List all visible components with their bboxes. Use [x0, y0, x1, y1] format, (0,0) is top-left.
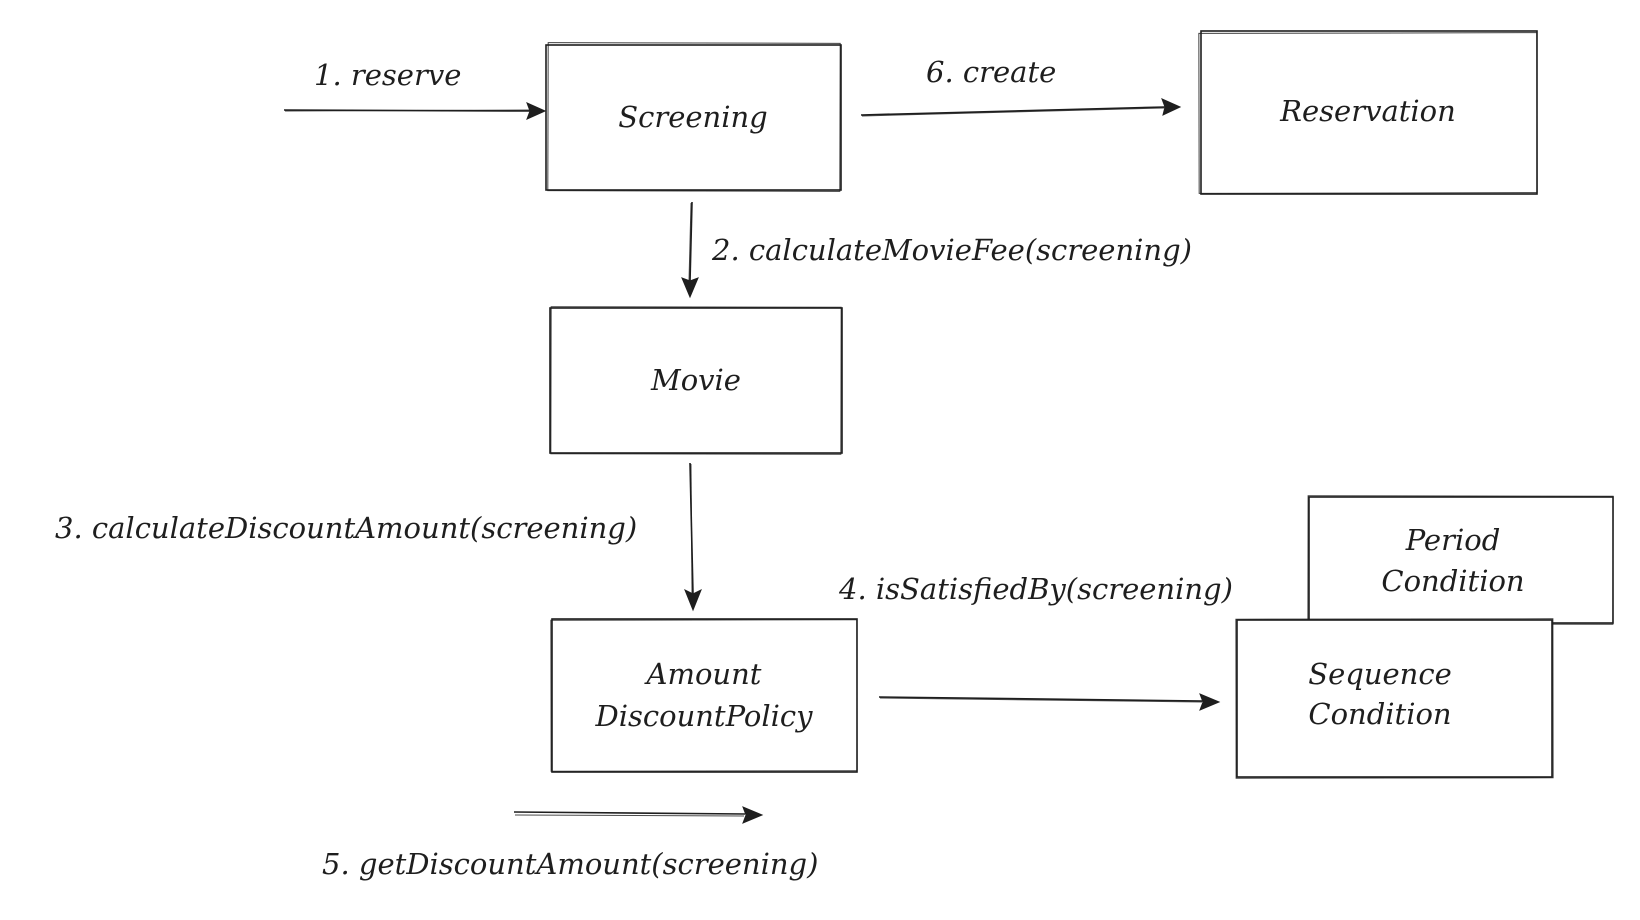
edge-create: 6. create [860, 55, 1182, 117]
edge-get-discount-amount: 5. getDiscountAmount(screening) [322, 806, 818, 881]
node-sequence-condition-box-sketch [1235, 618, 1554, 779]
node-period-condition[interactable]: Period Condition [1307, 495, 1614, 625]
edge-calculate-movie-fee-label: 2. calculateMovieFee(screening) [711, 233, 1192, 267]
edge-get-discount-amount-line-sketch [514, 814, 745, 817]
edge-calculate-movie-fee-arrowhead [681, 277, 699, 299]
node-amount-discount-policy[interactable]: Amount DiscountPolicy [550, 618, 858, 773]
node-reservation[interactable]: Reservation [1198, 30, 1538, 195]
node-amount-discount-policy-label-line1: Amount [644, 657, 762, 691]
node-period-condition-label-line2: Condition [1381, 564, 1524, 598]
edge-create-line-sketch [861, 107, 1165, 117]
edge-calculate-movie-fee: 2. calculateMovieFee(screening) [681, 201, 1192, 299]
edge-get-discount-amount-arrowhead [742, 806, 764, 824]
node-amount-discount-policy-box-sketch [550, 619, 858, 772]
node-sequence-condition-label-line2: Condition [1308, 697, 1451, 731]
edge-calculate-movie-fee-line-sketch [688, 202, 692, 282]
edge-create-line [860, 106, 1166, 116]
node-reservation-box [1200, 30, 1538, 195]
node-screening-box [545, 44, 842, 191]
node-screening-label: Screening [618, 100, 768, 134]
edge-get-discount-amount-line [513, 811, 746, 815]
node-amount-discount-policy-box [551, 618, 858, 773]
node-sequence-condition[interactable]: Sequence Condition [1235, 618, 1554, 779]
node-sequence-condition-label-line1: Sequence [1308, 657, 1452, 691]
node-screening-box-sketch [547, 42, 841, 192]
edge-is-satisfied-by-line [878, 696, 1204, 702]
node-reservation-box-sketch [1198, 32, 1538, 194]
edge-is-satisfied-by: 4. isSatisfiedBy(screening) [838, 572, 1233, 711]
edge-reserve-label: 1. reserve [314, 58, 461, 92]
edge-reserve-arrowhead [526, 102, 547, 120]
edge-is-satisfied-by-arrowhead [1199, 693, 1221, 711]
edge-is-satisfied-by-label: 4. isSatisfiedBy(screening) [838, 572, 1233, 606]
node-movie-label: Movie [650, 363, 741, 397]
node-movie[interactable]: Movie [549, 306, 843, 455]
node-movie-box [549, 307, 843, 454]
edge-calculate-discount-amount-label: 3. calculateDiscountAmount(screening) [55, 511, 637, 545]
node-sequence-condition-box [1236, 619, 1553, 778]
node-period-condition-label-line1: Period [1405, 523, 1501, 557]
edge-get-discount-amount-label: 5. getDiscountAmount(screening) [322, 847, 818, 881]
edge-calculate-movie-fee-line [689, 201, 693, 283]
edge-calculate-discount-amount: 3. calculateDiscountAmount(screening) [55, 462, 702, 612]
edge-reserve: 1. reserve [283, 58, 547, 120]
edge-create-label: 6. create [926, 55, 1056, 89]
node-screening[interactable]: Screening [545, 42, 842, 192]
node-reservation-label: Reservation [1279, 94, 1456, 128]
node-period-condition-box [1308, 496, 1614, 624]
edge-is-satisfied-by-line-sketch [879, 697, 1203, 703]
edge-calculate-discount-amount-arrowhead [684, 588, 702, 612]
edge-reserve-line-sketch [284, 109, 532, 112]
edge-calculate-discount-amount-line-sketch [690, 463, 693, 594]
node-movie-box-sketch [550, 306, 842, 455]
node-amount-discount-policy-label-line2: DiscountPolicy [594, 699, 813, 733]
edge-create-arrowhead [1161, 98, 1182, 116]
